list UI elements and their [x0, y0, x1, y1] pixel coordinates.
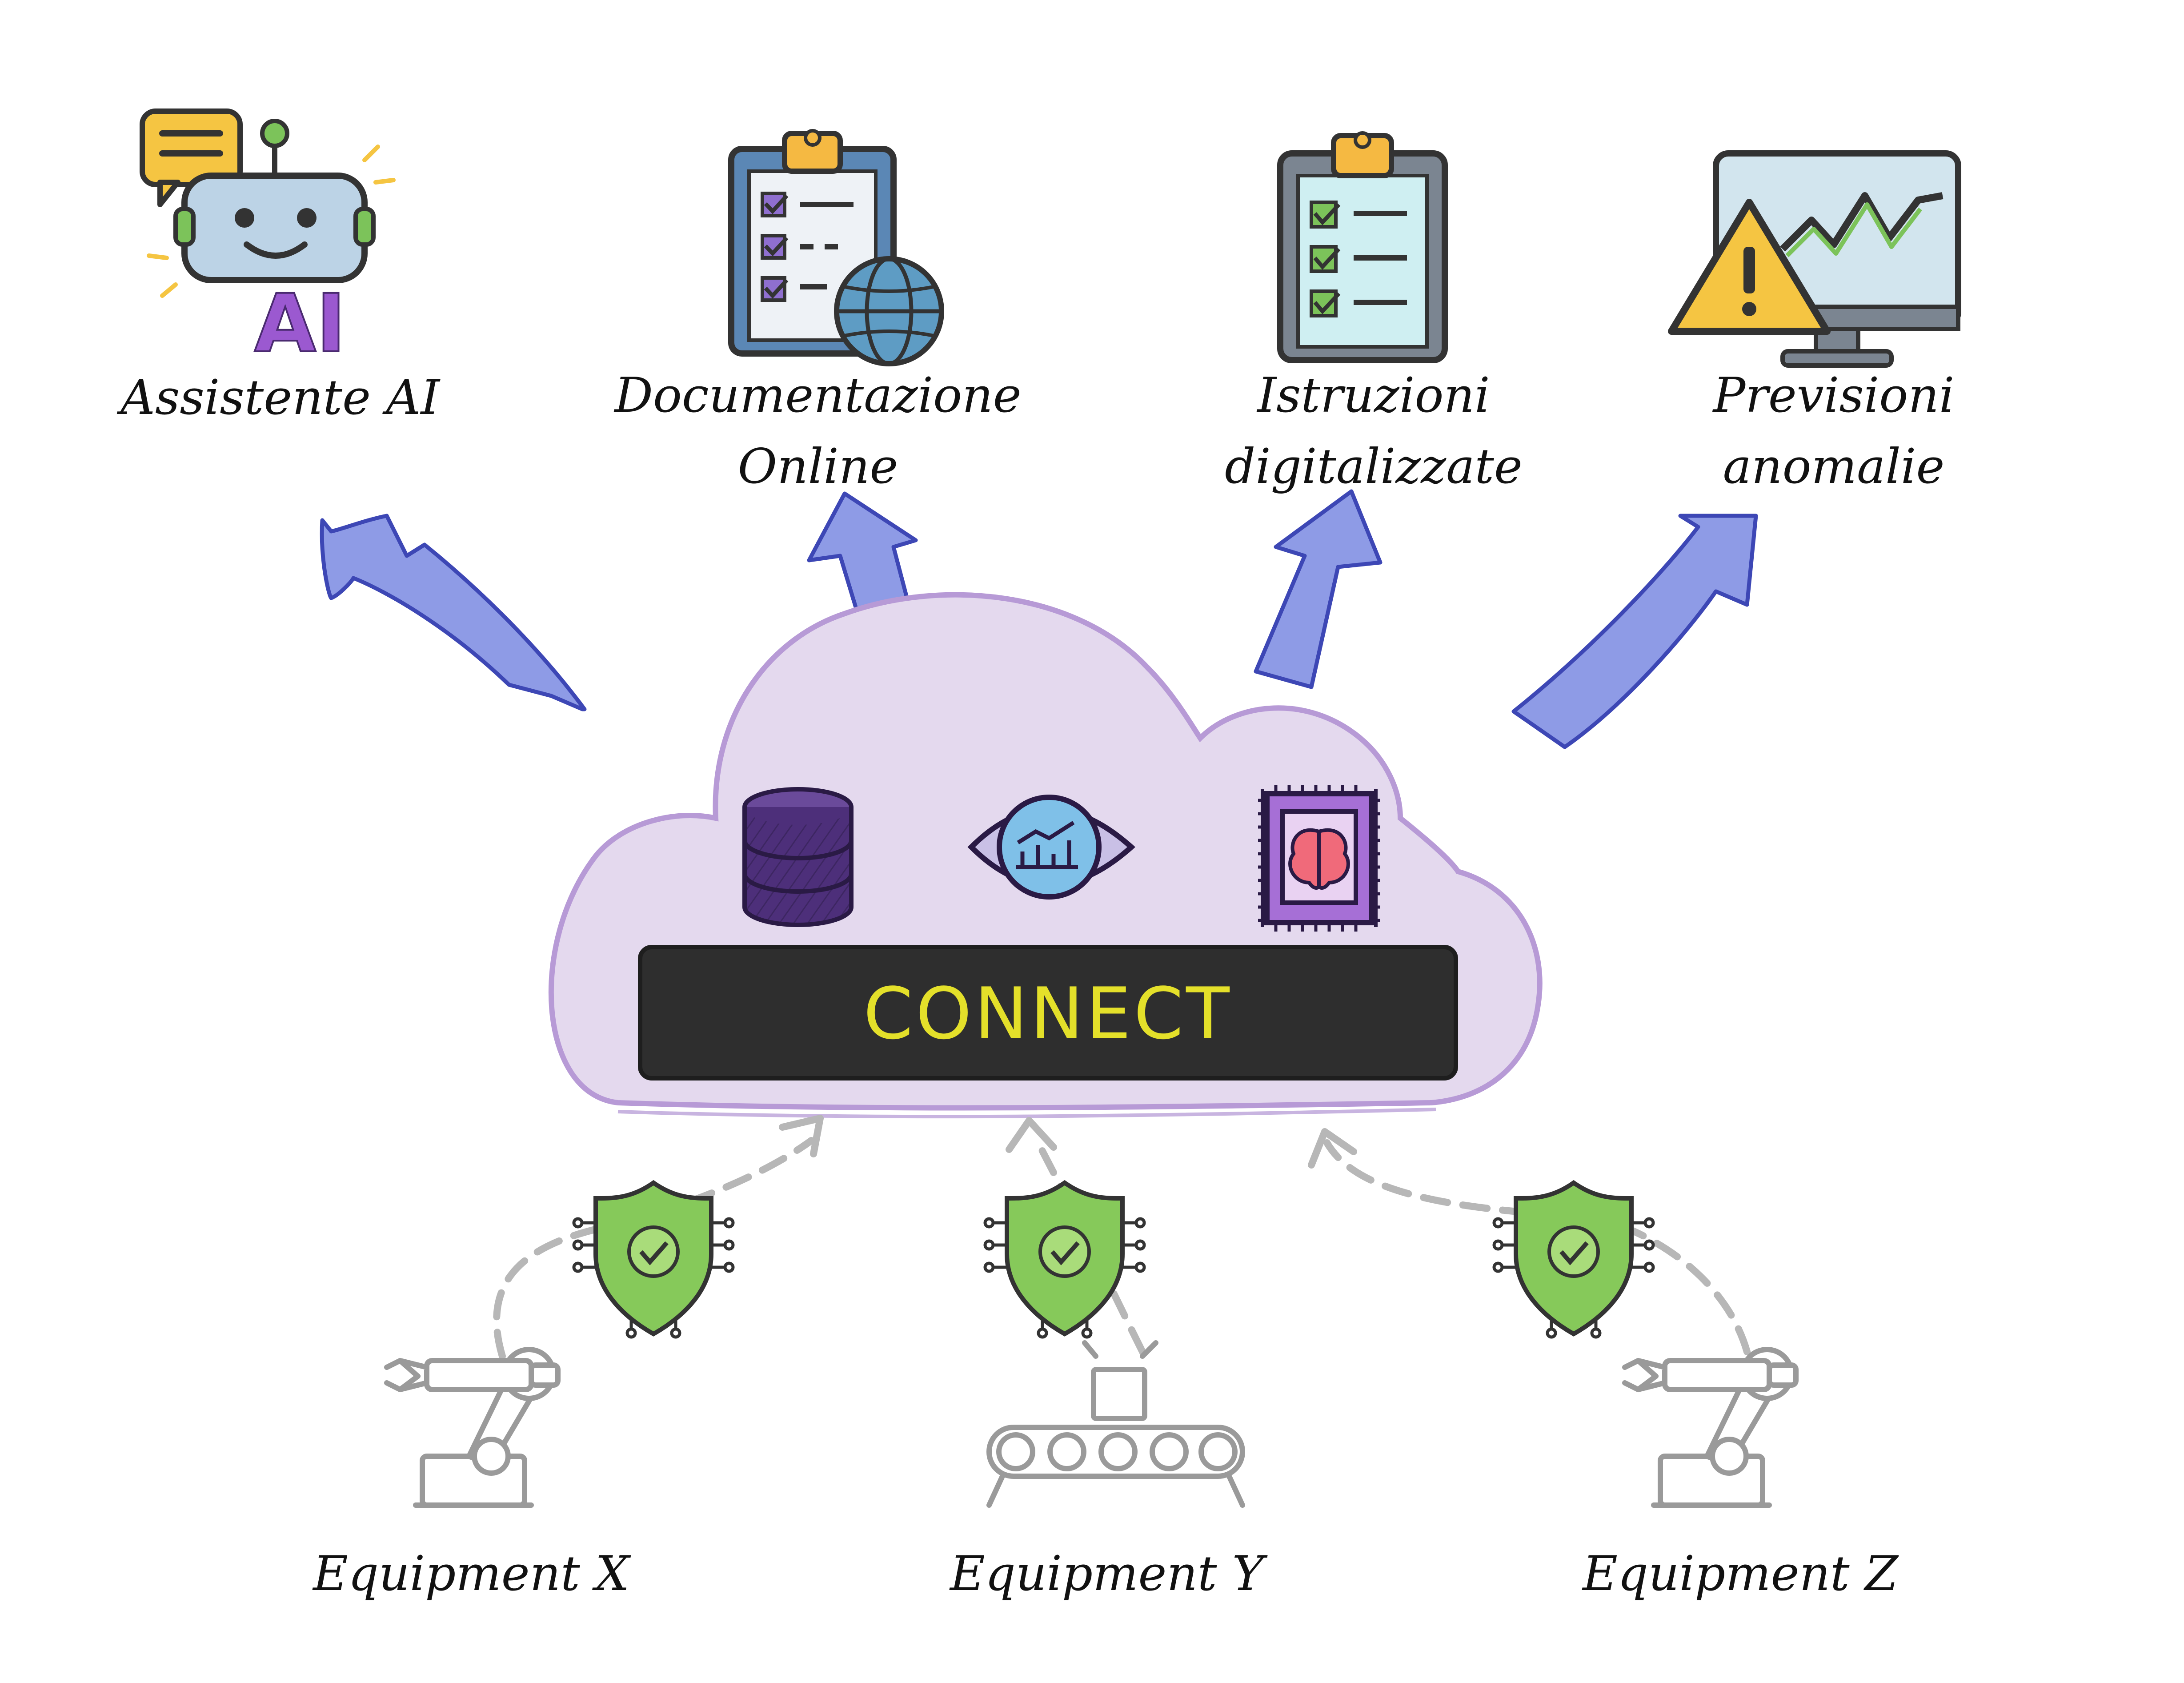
label-previsioni-anomalie: Previsioni anomalie [1713, 368, 1955, 494]
label-assistente-ai: Assistente AI [120, 370, 440, 426]
ai-chip-icon [1258, 785, 1380, 932]
dashed-arrowheads [779, 1115, 1357, 1169]
security-shield-icon [1492, 1180, 1655, 1339]
database-icon [742, 787, 854, 927]
conveyor-icon [986, 1340, 1245, 1508]
robot-ai-badge: AI [254, 277, 346, 370]
security-shield-icon [983, 1180, 1146, 1339]
monitor-warning-icon [1668, 150, 1961, 368]
label-istruzioni-digitalizzate: Istruzioni digitalizzate [1225, 368, 1523, 494]
label-equipment-y: Equipment Y [950, 1546, 1264, 1602]
eye-chart-icon [967, 795, 1136, 900]
arrow-to-istruzioni [1254, 489, 1383, 689]
robot-arm-icon [1622, 1347, 1799, 1508]
robot-ai-icon: AI [140, 108, 396, 371]
arrow-to-previsioni [1511, 514, 1758, 749]
clipboard-checklist-icon [1277, 131, 1448, 363]
label-equipment-x: Equipment X [313, 1546, 629, 1602]
connect-platform-bar: CONNECT [638, 945, 1458, 1080]
security-shield-icon [572, 1180, 735, 1339]
connect-label: CONNECT [863, 972, 1232, 1055]
label-documentazione-online: Documentazione Online [614, 368, 1022, 494]
label-equipment-z: Equipment Z [1583, 1546, 1898, 1602]
robot-arm-icon [384, 1347, 561, 1508]
clipboard-globe-icon [728, 129, 944, 366]
cloud-shadow [617, 1108, 1436, 1119]
arrow-to-assistente [320, 514, 587, 711]
